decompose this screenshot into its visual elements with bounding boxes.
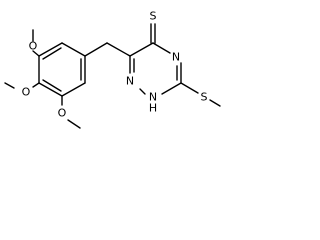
atom-label-o-top: O <box>29 40 38 53</box>
bond-ch2-triazine <box>106 42 131 57</box>
atom-label-methylthio-s: S <box>201 91 208 104</box>
bond-n2-n1 <box>139 88 146 95</box>
bonds <box>4 23 221 129</box>
atom-label-o-bottom: O <box>58 107 67 120</box>
bond-c5-n4 <box>152 42 171 54</box>
bond-benzene-4 <box>38 82 63 97</box>
bond-benzene-1 <box>61 42 86 57</box>
bond-ring-ch2 <box>84 42 108 57</box>
chemical-structure-diagram: S N N N H S O O O <box>4 10 221 129</box>
atom-label-thione-s: S <box>150 10 157 23</box>
bond-c4-o-middle <box>32 82 40 88</box>
bond-c3-s <box>180 82 199 94</box>
bond-c6-c5 <box>129 42 154 57</box>
atom-label-o-middle: O <box>22 86 31 99</box>
bond-s-methyl <box>209 99 221 107</box>
atom-label-n-left: N <box>126 75 134 88</box>
bond-o-bottom-methyl <box>67 119 81 129</box>
bond-c3-o-top <box>32 50 40 57</box>
atom-label-nh-n: N <box>149 91 157 104</box>
bond-o-middle-methyl <box>4 82 15 89</box>
bond-benzene-4-inner <box>42 79 62 92</box>
bond-benzene-6 <box>38 42 63 57</box>
bond-benzene-6-inner <box>42 47 62 60</box>
atom-label-nh-h: H <box>149 102 157 115</box>
atom-labels: S N N N H S O O O <box>22 10 208 120</box>
bond-c3-n2 <box>161 82 182 95</box>
atom-label-n-top: N <box>172 51 180 64</box>
bond-benzene-3 <box>61 82 86 97</box>
